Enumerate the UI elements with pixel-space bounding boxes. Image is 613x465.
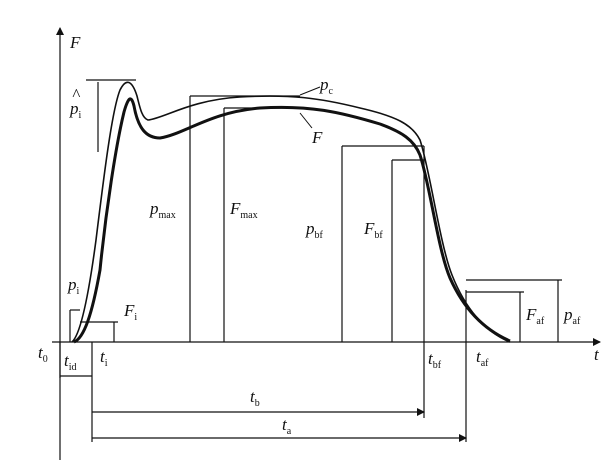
pc-leader [299, 86, 321, 96]
f-bf-label: Fbf [363, 219, 383, 241]
y-axis-label: F [69, 33, 81, 52]
x-axis-label: t [594, 345, 600, 364]
p-af-label: paf [563, 305, 581, 327]
t-a-label: ta [282, 415, 292, 437]
p-i-label: pi [67, 275, 80, 297]
t-b-label: tb [250, 387, 260, 409]
p-max-label: pmax [149, 199, 176, 221]
hat-accent: ^ [72, 85, 81, 104]
p-hat-i-label: pi [69, 99, 82, 121]
f-max-label: Fmax [229, 199, 258, 221]
pc-label: pc [319, 75, 334, 97]
f-i-label: Fi [123, 301, 137, 323]
t-af-label: taf [476, 347, 489, 369]
t0-label: t0 [38, 343, 48, 365]
t-bf-label: tbf [428, 349, 442, 371]
t-i-label: ti [100, 347, 108, 369]
f-leader [299, 112, 313, 129]
p-bf-label: pbf [305, 219, 324, 241]
pc-curve [71, 81, 511, 343]
f-curve [73, 97, 511, 344]
f-curve-label: F [311, 128, 323, 147]
f-af-label: Faf [525, 305, 545, 327]
t-id-label: tid [64, 351, 77, 373]
